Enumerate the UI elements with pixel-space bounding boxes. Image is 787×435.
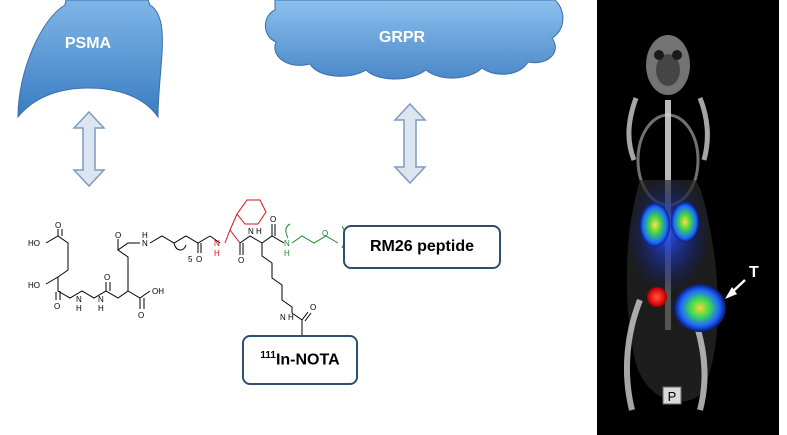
- atom-o-c5: O: [196, 255, 202, 264]
- atom-h-lys: H: [256, 227, 262, 236]
- atom-o-right: O: [138, 311, 144, 320]
- molecule-atom-labels: HO O HO O N H O N H O OH O N H 5 O N H O…: [28, 215, 349, 322]
- atom-o-urea: O: [104, 273, 110, 282]
- atom-h-peg: H: [284, 249, 290, 258]
- rm26-peptide-box: RM26 peptide: [343, 225, 501, 269]
- atom-oh-right: OH: [152, 287, 164, 296]
- atom-o-peg: O: [322, 229, 328, 238]
- psma-label: PSMA: [65, 35, 112, 52]
- orientation-marker: [662, 386, 682, 405]
- grpr-label: GRPR: [379, 29, 426, 46]
- grpr-binding-arrow: [393, 102, 427, 185]
- tumor-label: T: [749, 264, 759, 281]
- atom-subscript-5: 5: [188, 255, 193, 264]
- orientation-label: P: [668, 389, 677, 404]
- right-kidney-uptake: [671, 202, 699, 242]
- rm26-peptide-label: RM26 peptide: [369, 238, 474, 255]
- atom-n-side: N: [280, 313, 286, 322]
- psma-receptor-shape: [17, 0, 163, 119]
- bladder-uptake: [647, 287, 667, 307]
- atom-h-urea-1: H: [76, 304, 82, 313]
- grpr-cloud-shape: [264, 0, 564, 80]
- atom-h-side: H: [288, 313, 294, 322]
- chelator-box: 111In-NOTA: [242, 335, 358, 385]
- psma-binding-arrow: [72, 110, 106, 188]
- atom-o-top: O: [55, 221, 61, 230]
- atom-n-urea-1: N: [76, 295, 82, 304]
- tumor-uptake: [674, 284, 726, 332]
- atom-n-glu: N: [142, 239, 148, 248]
- right-forelimb: [697, 97, 710, 161]
- atom-n-lys: N: [248, 227, 254, 236]
- chelator-text: 111In-NOTA: [260, 350, 339, 369]
- left-kidney-uptake: [640, 203, 670, 247]
- atom-o-side: O: [310, 303, 316, 312]
- atom-hooc-top: HO: [28, 239, 40, 248]
- atom-n-peg: N: [284, 239, 290, 248]
- atom-o-left: O: [54, 302, 60, 311]
- atom-n-phe: N: [214, 239, 220, 248]
- atom-ho-left: HO: [28, 281, 40, 290]
- chelator-label: In-NOTA: [275, 351, 340, 369]
- molecule-structure: [45, 199, 346, 335]
- spect-ct-image: T P: [597, 0, 779, 435]
- atom-o-phe: O: [238, 256, 244, 265]
- chelator-isotope: 111: [260, 350, 276, 362]
- left-forelimb: [626, 97, 639, 161]
- atom-h-glu: H: [142, 231, 148, 240]
- atom-h-urea-2: H: [98, 304, 104, 313]
- atom-o-lys: O: [270, 215, 276, 224]
- atom-o-glu: O: [115, 231, 121, 240]
- atom-h-phe: H: [214, 249, 220, 258]
- left-hindlimb: [623, 298, 643, 411]
- atom-n-urea-2: N: [98, 295, 104, 304]
